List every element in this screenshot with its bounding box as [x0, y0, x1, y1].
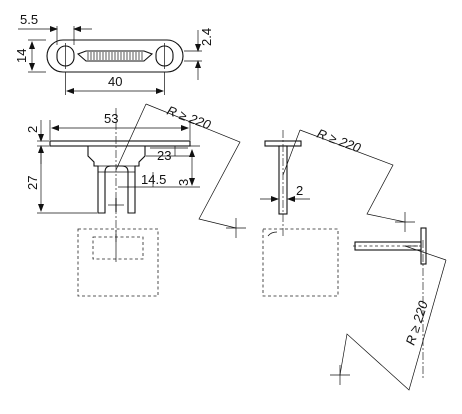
dim-5-5-label: 5.5 — [20, 12, 38, 27]
front-plate — [49, 140, 191, 147]
plate-outline — [46, 39, 184, 73]
spring-coils — [87, 52, 143, 60]
side-mount-block — [262, 228, 339, 297]
rotated-view: R ≥ 220 — [330, 227, 447, 391]
dim-3-label: 3 — [176, 179, 191, 186]
front-radius-leader — [115, 103, 147, 171]
front-view: 53 2 27 23 14.5 3 R ≥ 220 — [25, 103, 246, 297]
bottom-radius-label: R ≥ 220 — [403, 298, 432, 347]
top-view: 5.5 14 2.4 40 — [14, 12, 214, 95]
side-radius-label: R ≥ 220 — [315, 126, 364, 156]
front-mount-block — [77, 228, 159, 297]
dim-27-label: 27 — [25, 176, 40, 190]
dim-40-label: 40 — [108, 74, 122, 89]
center-spring-section — [76, 50, 154, 62]
dim-23-label: 23 — [157, 148, 171, 163]
dim-14-label: 14 — [14, 49, 29, 63]
dim-2-4-label: 2.4 — [199, 28, 214, 46]
dim-2-side-label: 2 — [296, 183, 303, 198]
side-view: 2 R ≥ 220 — [260, 126, 415, 297]
dim-2-top-label: 2 — [25, 126, 40, 133]
dim-14-5-label: 14.5 — [141, 172, 166, 187]
rotated-plate — [420, 227, 427, 265]
dim-53-label: 53 — [104, 111, 118, 126]
